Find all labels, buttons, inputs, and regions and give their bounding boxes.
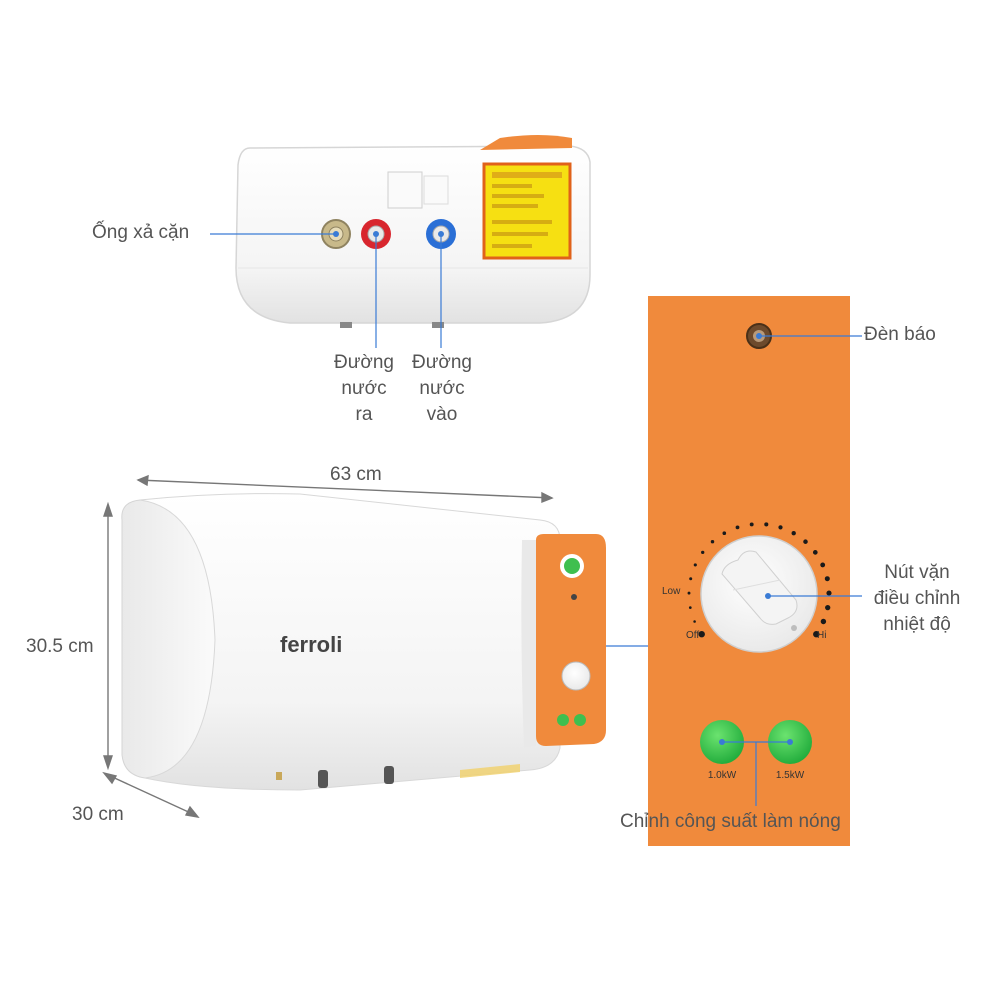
power-adjust-label: Chỉnh công suất làm nóng bbox=[620, 811, 841, 832]
scale-dot bbox=[824, 576, 830, 582]
depth-dimension-label: 30 cm bbox=[72, 804, 124, 825]
scale-dot bbox=[710, 539, 715, 544]
height-dimension-label: 30.5 cm bbox=[26, 636, 94, 657]
scale-dot bbox=[826, 590, 832, 596]
heater-front-view bbox=[121, 493, 606, 791]
indicator-light-label: Đèn báo bbox=[864, 324, 936, 345]
scale-dot bbox=[701, 550, 705, 555]
scale-dot bbox=[812, 550, 818, 555]
width-dimension-label: 63 cm bbox=[330, 464, 382, 485]
scale-dot bbox=[749, 522, 754, 527]
drain-pipe-dot bbox=[333, 231, 339, 237]
scale-dot bbox=[820, 618, 827, 625]
water-in-label: Đường nước vào bbox=[404, 350, 480, 428]
knob-dot bbox=[765, 593, 771, 599]
button-2-dot bbox=[787, 739, 793, 745]
dimension-arrows bbox=[102, 474, 554, 818]
scale-dot bbox=[735, 525, 740, 530]
water-out-dot bbox=[373, 231, 379, 237]
scale-dot bbox=[813, 631, 820, 638]
button-1-dot bbox=[719, 739, 725, 745]
knob-label-line-3: nhiệt độ bbox=[883, 614, 951, 635]
water-in-line-3: vào bbox=[426, 404, 458, 425]
button-2-label: 1.5kW bbox=[776, 770, 805, 781]
knob-label: Nút vặn điều chỉnh nhiệt độ bbox=[862, 560, 972, 638]
water-out-line-2: nước bbox=[341, 378, 387, 399]
scale-dot bbox=[764, 522, 769, 527]
panel-hi-label: Hi bbox=[817, 630, 826, 641]
indicator-light-dot bbox=[756, 333, 762, 339]
scale-dot bbox=[689, 577, 693, 581]
scale-dot bbox=[791, 531, 796, 536]
temperature-scale-dots bbox=[687, 522, 832, 638]
button-1-label: 1.0kW bbox=[708, 770, 737, 781]
scale-dot bbox=[693, 620, 696, 623]
knob-label-line-2: điều chỉnh bbox=[873, 588, 961, 609]
scale-dot bbox=[803, 539, 808, 544]
scale-dot bbox=[820, 562, 826, 568]
knob-label-line-1: Nút vặn bbox=[884, 562, 950, 583]
scale-dot bbox=[698, 631, 705, 638]
drain-pipe-label: Ống xả cặn bbox=[92, 222, 190, 243]
top-leader-lines bbox=[210, 233, 442, 348]
water-in-line-2: nước bbox=[419, 378, 465, 399]
right-leader-lines bbox=[722, 335, 862, 806]
brand-logo: ferroli bbox=[280, 632, 342, 657]
water-out-line-1: Đường bbox=[333, 352, 395, 373]
water-out-line-3: ra bbox=[355, 404, 373, 425]
water-in-line-1: Đường bbox=[411, 352, 473, 373]
water-in-dot bbox=[438, 231, 444, 237]
scale-dot bbox=[722, 531, 727, 536]
panel-off-label: Off bbox=[686, 630, 699, 641]
temperature-knob[interactable] bbox=[700, 535, 818, 653]
water-out-label: Đường nước ra bbox=[326, 350, 402, 428]
heater-back-view bbox=[235, 135, 591, 328]
scale-dot bbox=[693, 563, 697, 567]
scale-dot bbox=[687, 591, 691, 595]
panel-low-label: Low bbox=[662, 586, 681, 597]
scale-dot bbox=[778, 525, 783, 530]
scale-dot bbox=[688, 606, 692, 609]
scale-dot bbox=[825, 604, 831, 611]
